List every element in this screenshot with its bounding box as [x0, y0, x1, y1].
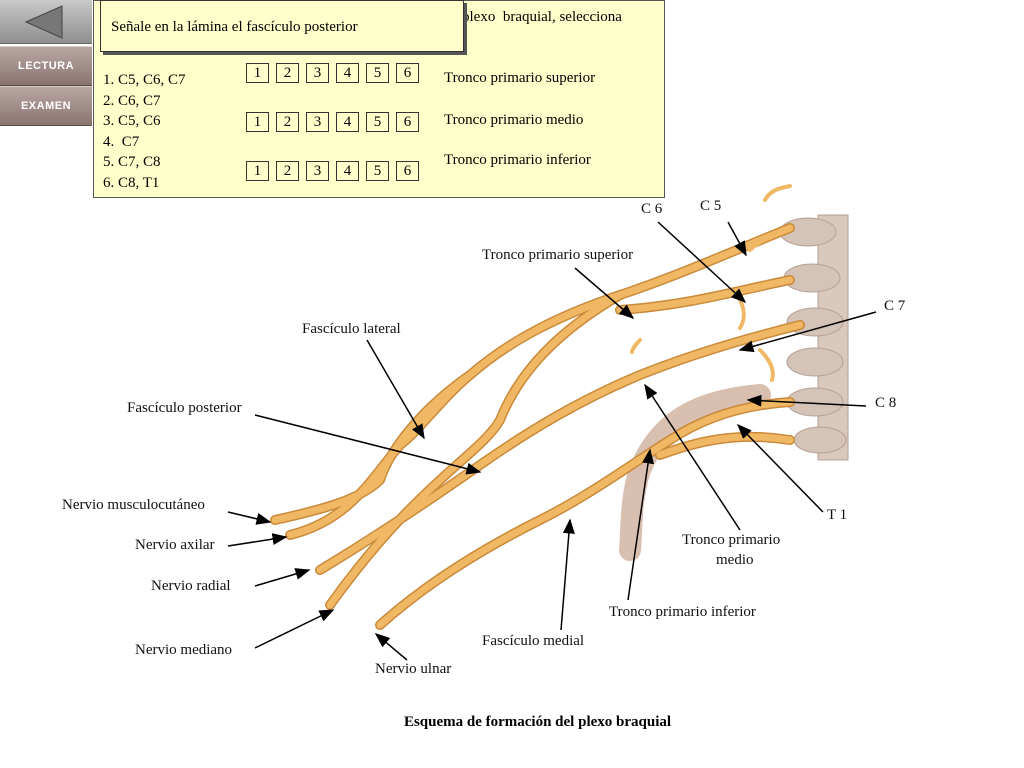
answer-box-5[interactable]: 5	[366, 161, 389, 181]
answer-box-1[interactable]: 1	[246, 63, 269, 83]
option-item: 4. C7	[103, 133, 140, 150]
answer-box-2[interactable]: 2	[276, 63, 299, 83]
answer-box-1[interactable]: 1	[246, 161, 269, 181]
instruction-text: plexo braquial, selecciona	[462, 9, 622, 25]
label-nervio-radial: Nervio radial	[151, 578, 231, 594]
option-item: 2. C6, C7	[103, 92, 161, 109]
label-c6: C 6	[641, 201, 663, 217]
answer-box-3[interactable]: 3	[306, 63, 329, 83]
options-list: 1. C5, C6, C7 2. C6, C7 3. C5, C6 4. C7 …	[103, 70, 186, 193]
answer-box-4[interactable]: 4	[336, 63, 359, 83]
label-nervio-ulnar: Nervio ulnar	[375, 661, 452, 677]
label-nervio-axilar: Nervio axilar	[135, 537, 215, 553]
nerve-network	[270, 184, 805, 630]
answer-row-superior: 1 2 3 4 5 6	[246, 63, 419, 83]
option-item: 6. C8, T1	[103, 174, 160, 191]
answer-box-4[interactable]: 4	[336, 112, 359, 132]
prompt-box: Señale en la lámina el fascículo posteri…	[100, 0, 464, 52]
pointer-lines	[227, 221, 877, 661]
label-fasciculo-lateral: Fascículo lateral	[302, 321, 401, 337]
answer-box-2[interactable]: 2	[276, 161, 299, 181]
label-fasciculo-posterior: Fascículo posterior	[127, 400, 242, 416]
answer-box-3[interactable]: 3	[306, 161, 329, 181]
row-label-inferior: Tronco primario inferior	[444, 152, 591, 168]
label-fasciculo-medial: Fascículo medial	[482, 633, 585, 649]
answer-box-5[interactable]: 5	[366, 112, 389, 132]
answer-box-1[interactable]: 1	[246, 112, 269, 132]
option-item: 1. C5, C6, C7	[103, 72, 186, 88]
diagram-caption: Esquema de formación del plexo braquial	[403, 714, 672, 730]
label-tronco-inferior: Tronco primario inferior	[609, 604, 756, 620]
lectura-button[interactable]: LECTURA	[0, 46, 92, 86]
answer-box-6[interactable]: 6	[396, 112, 419, 132]
artery-shape	[619, 384, 771, 561]
label-tronco-superior: Tronco primario superior	[482, 247, 634, 263]
label-tronco-medio-line1: Tronco primario	[682, 532, 781, 548]
answer-box-5[interactable]: 5	[366, 63, 389, 83]
label-tronco-medio-line2: medio	[716, 552, 754, 568]
option-item: 5. C7, C8	[103, 154, 161, 170]
vertebral-column	[779, 214, 849, 461]
row-label-medio: Tronco primario medio	[444, 112, 584, 128]
label-c7: C 7	[884, 298, 906, 314]
answer-box-6[interactable]: 6	[396, 161, 419, 181]
back-arrow-icon	[24, 5, 63, 39]
label-t1: T 1	[827, 507, 848, 523]
row-label-superior: Tronco primario superior	[444, 70, 596, 86]
answer-row-inferior: 1 2 3 4 5 6	[246, 161, 419, 181]
examen-button[interactable]: EXAMEN	[0, 86, 92, 126]
label-c5: C 5	[700, 198, 722, 214]
answer-box-6[interactable]: 6	[396, 63, 419, 83]
answer-box-4[interactable]: 4	[336, 161, 359, 181]
answer-box-2[interactable]: 2	[276, 112, 299, 132]
option-item: 3. C5, C6	[103, 113, 161, 129]
label-c8: C 8	[875, 395, 897, 411]
label-nervio-mediano: Nervio mediano	[135, 642, 233, 658]
label-nervio-musculocutaneo: Nervio musculocutáneo	[62, 497, 205, 513]
answer-box-3[interactable]: 3	[306, 112, 329, 132]
back-button[interactable]	[0, 0, 92, 44]
answer-row-medio: 1 2 3 4 5 6	[246, 112, 419, 132]
